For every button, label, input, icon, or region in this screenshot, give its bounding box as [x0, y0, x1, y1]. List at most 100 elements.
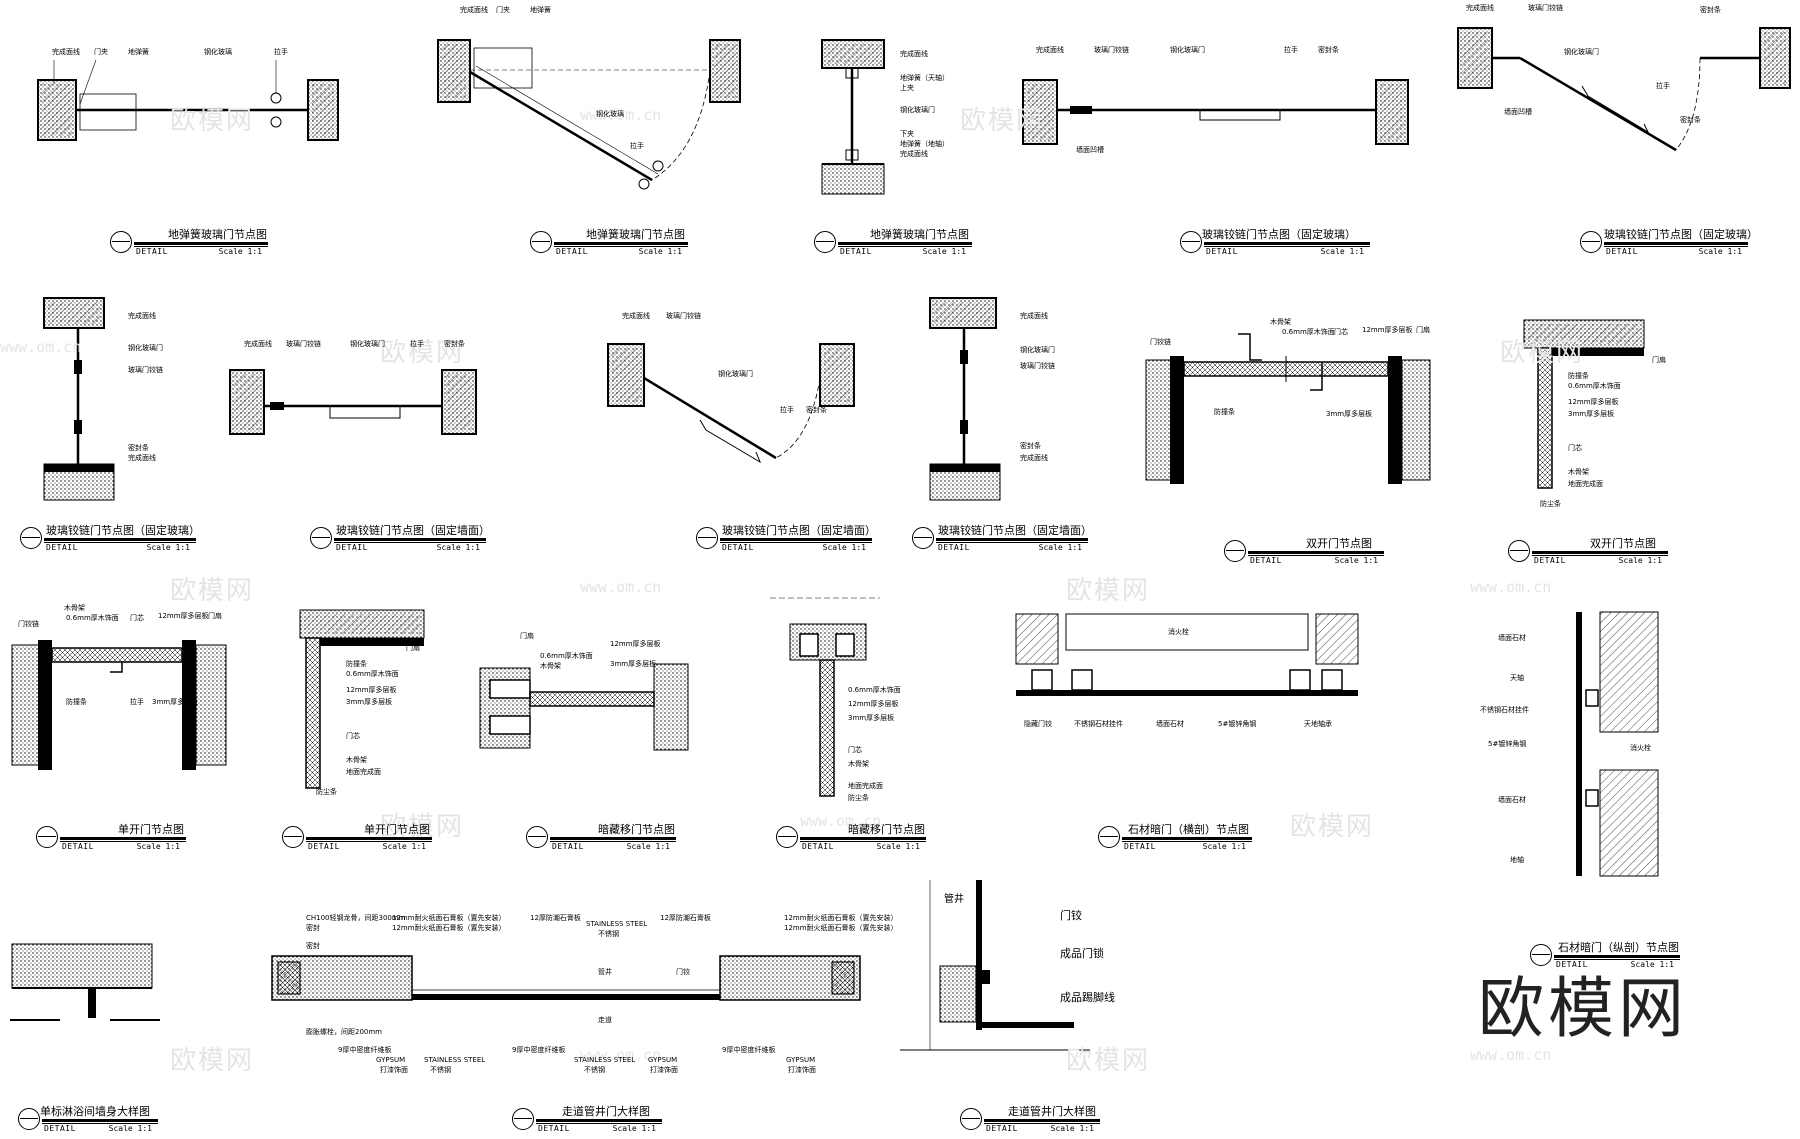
label: 墙面凹槽 — [1504, 108, 1532, 116]
caption-rule — [1532, 555, 1668, 556]
caption: 单开门节点图 DETAIL Scale 1:1 — [282, 824, 432, 854]
caption-scale: Scale 1:1 — [136, 842, 180, 851]
label: 9厚中密度纤维板 — [512, 1046, 566, 1054]
label: 上夹 — [900, 84, 914, 92]
label: 12mm耐火纸面石膏板（置先安装） — [392, 924, 506, 932]
label: 成品踢脚线 — [1060, 991, 1115, 1004]
caption-bar — [1604, 242, 1748, 245]
caption-title: 地弹簧玻璃门节点图 — [870, 228, 969, 241]
label: 门扇 — [406, 644, 420, 652]
label: 拉手 — [780, 406, 794, 414]
label: 管井 — [598, 968, 612, 976]
caption-number-bubble — [20, 527, 42, 549]
label: STAINLESS STEEL — [574, 1056, 636, 1064]
label: 玻璃门铰链 — [128, 366, 163, 374]
watermark: 欧模网 — [1500, 338, 1585, 368]
caption-bar — [838, 242, 972, 245]
label: 地面完成面 — [1568, 480, 1603, 488]
label: 3mm厚多层板 — [152, 698, 199, 706]
label: 门夹 — [496, 6, 510, 14]
caption-rule — [1204, 246, 1370, 247]
caption-rule — [936, 542, 1088, 543]
detail-12 — [11, 640, 227, 770]
caption-scale: Scale 1:1 — [822, 543, 866, 552]
caption: 双开门节点图 DETAIL Scale 1:1 — [1224, 538, 1384, 568]
label: 玻璃门铰链 — [1528, 4, 1563, 12]
watermark: 欧模网 — [380, 338, 465, 368]
caption-bar — [306, 837, 432, 840]
caption-number-bubble — [310, 527, 332, 549]
label: 3mm厚多层板 — [1326, 410, 1373, 418]
caption: 地弹簧玻璃门节点图 DETAIL Scale 1:1 — [814, 229, 972, 259]
caption: 暗藏移门节点图 DETAIL Scale 1:1 — [776, 824, 926, 854]
label: 木骨架 — [540, 662, 561, 670]
label: 12mm耐火纸面石膏板（置先安装） — [784, 924, 898, 932]
label: 拉手 — [1284, 46, 1298, 54]
label: 不锈钢 — [598, 930, 619, 938]
watermark-url: www.om.cn — [800, 812, 882, 830]
label: 密封条 — [444, 340, 465, 348]
caption-bar — [536, 1119, 662, 1122]
caption-detail: DETAIL — [1124, 842, 1156, 851]
label: 玻璃门铰链 — [1094, 46, 1129, 54]
caption-title: 暗藏移门节点图 — [598, 823, 675, 836]
label: 防尘条 — [848, 794, 869, 802]
caption-title: 走道管井门大样图 — [1008, 1105, 1096, 1118]
caption-detail: DETAIL — [552, 842, 584, 851]
label: 钢化玻璃门 — [900, 106, 935, 114]
detail-18 — [10, 943, 160, 1021]
label: 钢化玻璃门 — [718, 370, 753, 378]
watermark: 欧模网 — [170, 106, 255, 136]
label: 膨胀螺栓，间距200mm — [306, 1028, 382, 1036]
label: 墙面石材 — [1498, 634, 1526, 642]
label: GYPSUM — [648, 1056, 678, 1064]
detail-9 — [929, 297, 1001, 501]
caption-detail: DETAIL — [44, 1124, 76, 1133]
label: 12mm厚多层板 — [158, 612, 209, 620]
label: 3mm厚多层板 — [610, 660, 657, 668]
label: 完成面线 — [52, 48, 80, 56]
caption-scale: Scale 1:1 — [436, 543, 480, 552]
label: 防尘条 — [316, 788, 337, 796]
label: 12mm厚多层板 — [1568, 398, 1619, 406]
caption-detail: DETAIL — [1534, 556, 1566, 565]
caption-number-bubble — [1508, 540, 1530, 562]
watermark: 欧模网 — [170, 1046, 255, 1076]
caption-number-bubble — [814, 231, 836, 253]
caption-rule — [550, 841, 676, 842]
caption-title: 单开门节点图 — [364, 823, 430, 836]
caption-scale: Scale 1:1 — [1334, 556, 1378, 565]
caption-rule — [720, 542, 872, 543]
label: 地弹簧 — [530, 6, 551, 14]
caption-detail: DETAIL — [538, 1124, 570, 1133]
label: 拉手 — [274, 48, 288, 56]
caption-title: 单开门节点图 — [118, 823, 184, 836]
label: 不锈钢 — [430, 1066, 451, 1074]
caption-number-bubble — [1180, 231, 1202, 253]
label: 12mm耐火纸面石膏板（置先安装） — [392, 914, 506, 922]
brand-logo-text: 欧模网 — [1478, 970, 1688, 1047]
label: 消火栓 — [1168, 628, 1189, 636]
caption-title: 走道管井门大样图 — [562, 1105, 650, 1118]
caption-detail: DETAIL — [1556, 960, 1588, 969]
label: 完成面线 — [1036, 46, 1064, 54]
label: 消火栓 — [1630, 744, 1651, 752]
label: 打漆饰面 — [788, 1066, 816, 1074]
label: 门扇 — [520, 632, 534, 640]
caption-detail: DETAIL — [840, 247, 872, 256]
label: 钢化玻璃门 — [1564, 48, 1599, 56]
detail-19 — [271, 955, 861, 1001]
caption-bar — [550, 837, 676, 840]
watermark-url: www.om.cn — [580, 1046, 662, 1064]
caption-detail: DETAIL — [986, 1124, 1018, 1133]
detail-17 — [1576, 611, 1659, 877]
detail-10 — [1145, 333, 1431, 484]
label: 12mm耐火纸面石膏板（置先安装） — [784, 914, 898, 922]
watermark: 欧模网 — [1290, 812, 1375, 842]
caption-scale: Scale 1:1 — [626, 842, 670, 851]
caption-bar — [1122, 837, 1252, 840]
label: 钢化玻璃门 — [350, 340, 385, 348]
caption-rule — [334, 542, 486, 543]
label: 隐藏门铰 — [1024, 720, 1052, 728]
label: 门夹 — [94, 48, 108, 56]
